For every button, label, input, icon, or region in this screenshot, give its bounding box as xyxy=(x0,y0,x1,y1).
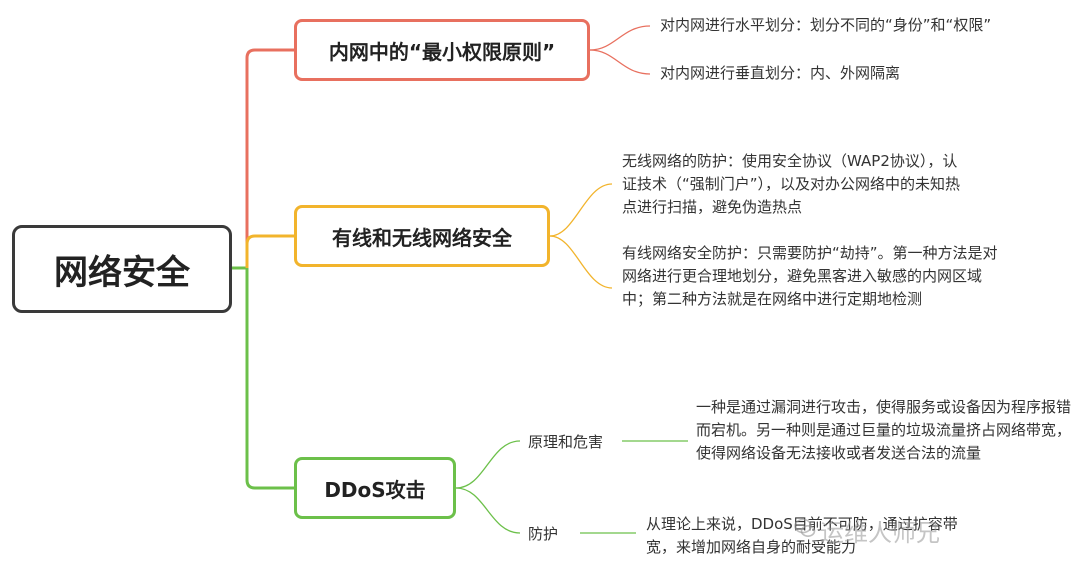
branch-topic-least-privilege[interactable]: 内网中的“最小权限原则” xyxy=(294,19,590,81)
note-wireless-protection: 无线网络的防护：使用安全协议（WAP2协议），认证技术（“强制门户”），以及对办… xyxy=(622,152,961,216)
root-topic[interactable]: 网络安全 xyxy=(12,225,232,313)
subtopic-protection[interactable]: 防护 xyxy=(528,525,559,543)
connector-b2-note-1 xyxy=(549,183,613,237)
connector-b3-child-1 xyxy=(455,440,521,489)
note-vertical-division: 对内网进行垂直划分：内、外网隔离 xyxy=(660,64,901,82)
branch-topic-ddos[interactable]: DDoS攻击 xyxy=(294,457,456,519)
connector-branch-2 xyxy=(245,234,294,268)
connector-b3-child-2 xyxy=(455,487,521,534)
connector-b1-note-1 xyxy=(589,25,651,51)
connector-branch-1 xyxy=(245,48,294,268)
subtopic-principle-harm[interactable]: 原理和危害 xyxy=(528,433,604,451)
note-wired-protection: 有线网络安全防护：只需要防护“劫持”。第一种方法是对网络进行更合理地划分，避免黑… xyxy=(622,244,998,308)
connector-b2-note-2 xyxy=(549,235,613,289)
note-horizontal-division: 对内网进行水平划分：划分不同的“身份”和“权限” xyxy=(660,16,992,34)
note-ddos-protection: 从理论上来说，DDoS目前不可防，通过扩容带宽，来增加网络自身的耐受能力 xyxy=(646,515,958,556)
branch-topic-wired-wireless[interactable]: 有线和无线网络安全 xyxy=(294,205,550,267)
watermark: 运维人师兄 xyxy=(820,519,940,547)
note-ddos-principle: 一种是通过漏洞进行攻击，使得服务或设备因为程序报错而宕机。另一种则是通过巨量的垃… xyxy=(696,398,1072,462)
connector-branch-3 xyxy=(245,268,294,490)
connector-b1-note-2 xyxy=(589,49,651,75)
wechat-icon xyxy=(794,518,816,537)
